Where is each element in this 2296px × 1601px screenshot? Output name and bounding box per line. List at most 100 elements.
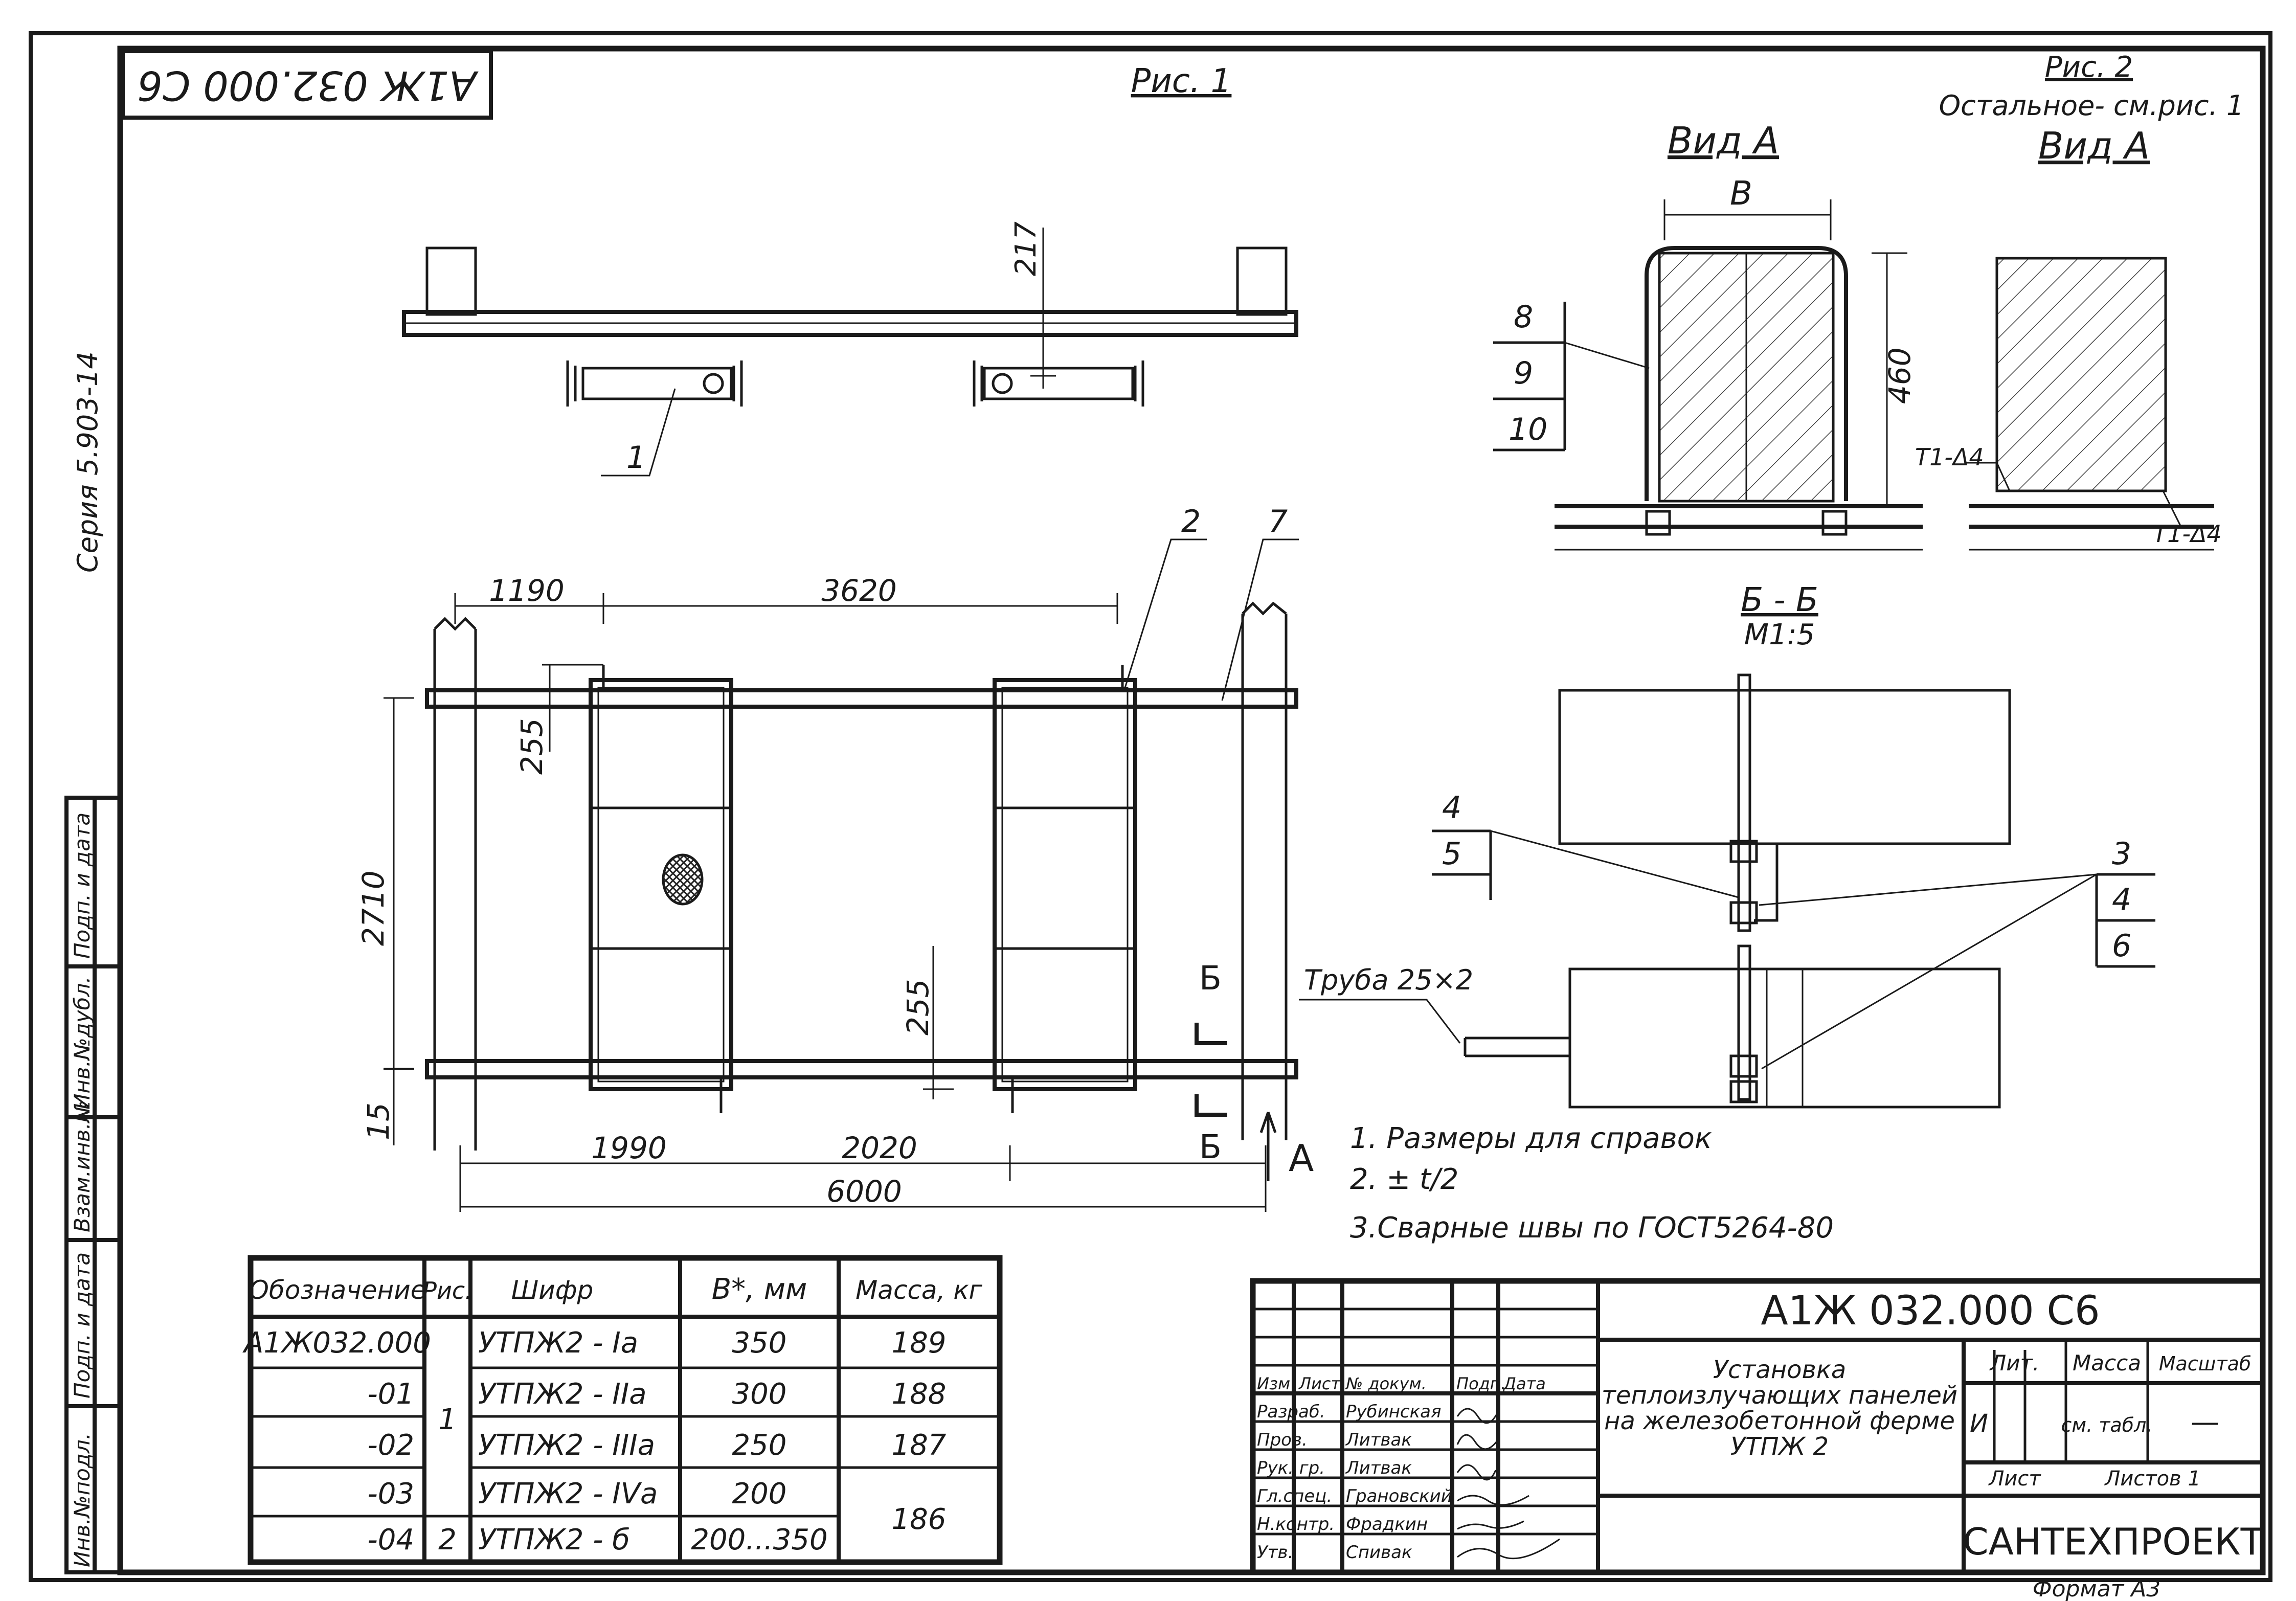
note-3: 3.Сварные швы по ГОСТ5264-80 bbox=[1350, 1211, 1834, 1245]
spec-row-code: УТПЖ2 - б bbox=[478, 1523, 630, 1557]
spec-row-code: УТПЖ2 - IVа bbox=[478, 1477, 658, 1510]
tb-head-sign: Подп. bbox=[1456, 1374, 1506, 1393]
figure-2-label: Рис. 2 bbox=[2045, 51, 2133, 84]
pipe-label: Труба 25×2 bbox=[1304, 964, 1473, 996]
view-a-fig2: Вид А Т1-Δ4 Т1-Δ4 bbox=[1915, 124, 2222, 551]
opening-marker bbox=[662, 853, 704, 906]
spec-row-mass: 189 bbox=[892, 1326, 947, 1360]
spec-header-designation: Обозначение bbox=[249, 1275, 426, 1305]
spec-row-b: 350 bbox=[732, 1326, 787, 1360]
title-block: А1Ж 032.000 С6 Установка теплоизлучающих… bbox=[1250, 1278, 2266, 1575]
stamp-code: А1Ж 032.000 С6 bbox=[137, 62, 479, 108]
callout-9: 9 bbox=[1514, 355, 1533, 391]
spec-header-b: В*, мм bbox=[712, 1273, 807, 1306]
stamp-box bbox=[121, 49, 493, 120]
spec-row-fig: 1 bbox=[438, 1403, 457, 1436]
spec-row-designation: -04 bbox=[368, 1523, 414, 1557]
tb-role: Пров. bbox=[1257, 1430, 1308, 1450]
spec-row-b: 200...350 bbox=[691, 1523, 827, 1557]
plan-view: 1190 3620 255 2710 255 15 1990 2020 6000… bbox=[356, 504, 1314, 1212]
callout-4a: 4 bbox=[1442, 790, 1461, 826]
elevation-view: 217 1 bbox=[402, 221, 1298, 477]
callout-10: 10 bbox=[1509, 412, 1547, 447]
tb-scale-value: — bbox=[2191, 1406, 2219, 1439]
tb-org: САНТЕХПРОЕКТ bbox=[1963, 1520, 2263, 1563]
note-2: 2. ± t/2 bbox=[1350, 1163, 1458, 1196]
dim-B: В bbox=[1730, 175, 1752, 213]
spec-row-b: 250 bbox=[732, 1429, 787, 1462]
spec-row-designation: -03 bbox=[368, 1477, 414, 1510]
spec-row-b: 200 bbox=[732, 1477, 787, 1510]
tb-sheet-label: Лист bbox=[1988, 1467, 2041, 1491]
tb-title-line: УТПЖ 2 bbox=[1730, 1432, 1829, 1461]
spec-row-designation: А1Ж032.000 bbox=[242, 1326, 431, 1360]
series-label: Серия 5.903-14 bbox=[72, 351, 104, 573]
section-mark-top: Б bbox=[1199, 960, 1222, 998]
dim-2710: 2710 bbox=[356, 870, 391, 946]
spec-row-fig: 2 bbox=[438, 1523, 457, 1557]
dim-6000: 6000 bbox=[826, 1174, 902, 1209]
tb-mass-label: Масса bbox=[2073, 1350, 2141, 1375]
figure-2-note: Остальное- см.рис. 1 bbox=[1939, 89, 2244, 122]
tb-name: Литвак bbox=[1345, 1430, 1412, 1450]
note-1: 1. Размеры для справок bbox=[1350, 1122, 1712, 1155]
spec-row-designation: -02 bbox=[368, 1429, 414, 1462]
callout-4b: 4 bbox=[2112, 882, 2131, 918]
tb-title-line: теплоизлучающих панелей bbox=[1602, 1381, 1957, 1410]
callout-2: 2 bbox=[1181, 504, 1201, 539]
view-a-2-title: Вид А bbox=[2038, 124, 2150, 167]
view-a-1-title: Вид А bbox=[1668, 119, 1779, 162]
format-label: Формат А3 bbox=[2033, 1576, 2161, 1601]
view-a-fig1: Вид А В 460 8 9 10 bbox=[1493, 119, 1923, 551]
tb-scale-label: Масштаб bbox=[2159, 1352, 2252, 1375]
spec-row-mass: 186 bbox=[892, 1503, 947, 1536]
tb-head-izm: Изм bbox=[1257, 1374, 1290, 1393]
spec-table: Обозначение Рис. Шифр В*, мм Масса, кг А… bbox=[242, 1255, 1003, 1565]
dim-2020: 2020 bbox=[842, 1131, 917, 1165]
callout-7: 7 bbox=[1268, 504, 1288, 539]
signatures bbox=[1456, 1408, 1560, 1560]
callout-5: 5 bbox=[1442, 836, 1461, 872]
weld-note-1: Т1-Δ4 bbox=[1915, 443, 1984, 471]
dim-460: 460 bbox=[1882, 347, 1917, 404]
side-stamp: Инв.№подл. Подп. и дата Взам.инв.№ Инв.№… bbox=[64, 796, 122, 1574]
side-stamp-2: Подп. и дата bbox=[70, 1252, 95, 1399]
dim-3620: 3620 bbox=[821, 573, 897, 608]
dim-1190: 1190 bbox=[489, 573, 565, 608]
spec-row-code: УТПЖ2 - IIа bbox=[478, 1378, 647, 1411]
callout-8: 8 bbox=[1514, 299, 1533, 335]
side-stamp-4: Инв.№дубл. bbox=[70, 976, 95, 1110]
section-b-b: Б - Б М1:5 Труба 25×2 4 5 3 4 6 bbox=[1299, 581, 2155, 1109]
tb-name: Рубинская bbox=[1346, 1402, 1441, 1422]
tb-role: Разраб. bbox=[1257, 1402, 1325, 1422]
view-arrow-label: А bbox=[1289, 1137, 1314, 1180]
spec-header-mass: Масса, кг bbox=[856, 1275, 982, 1305]
tb-name: Фрадкин bbox=[1346, 1514, 1428, 1535]
tb-name: Спивак bbox=[1346, 1542, 1412, 1563]
tb-name: Литвак bbox=[1345, 1458, 1412, 1478]
spec-row-mass: 187 bbox=[892, 1429, 947, 1462]
spec-row-mass: 188 bbox=[892, 1378, 947, 1411]
tb-role: Н.контр. bbox=[1257, 1514, 1335, 1535]
spec-header-fig: Рис. bbox=[422, 1277, 472, 1304]
spec-header-code: Шифр bbox=[511, 1275, 593, 1305]
callout-3: 3 bbox=[2112, 836, 2131, 872]
tb-head-list: Лист bbox=[1298, 1374, 1341, 1393]
tb-role: Рук. гр. bbox=[1257, 1458, 1325, 1478]
section-mark-bottom: Б bbox=[1199, 1129, 1222, 1166]
weld-note-2: Т1-Δ4 bbox=[2153, 520, 2222, 548]
tb-head-date: Дата bbox=[1502, 1374, 1546, 1393]
dim-217: 217 bbox=[1009, 221, 1043, 276]
spec-row-code: УТПЖ2 - Iа bbox=[478, 1326, 638, 1360]
dim-255-top: 255 bbox=[514, 718, 549, 775]
callout-1: 1 bbox=[626, 440, 646, 476]
section-title: Б - Б bbox=[1741, 581, 1818, 619]
spec-row-code: УТПЖ2 - IIIа bbox=[478, 1429, 655, 1462]
outer-frame bbox=[29, 31, 2272, 1582]
side-stamp-3: Взам.инв.№ bbox=[70, 1100, 95, 1232]
spec-row-designation: -01 bbox=[368, 1378, 414, 1411]
section-scale: М1:5 bbox=[1744, 618, 1815, 651]
tb-lit-value: И bbox=[1970, 1409, 1988, 1438]
side-stamp-5: Подп. и дата bbox=[70, 813, 95, 959]
